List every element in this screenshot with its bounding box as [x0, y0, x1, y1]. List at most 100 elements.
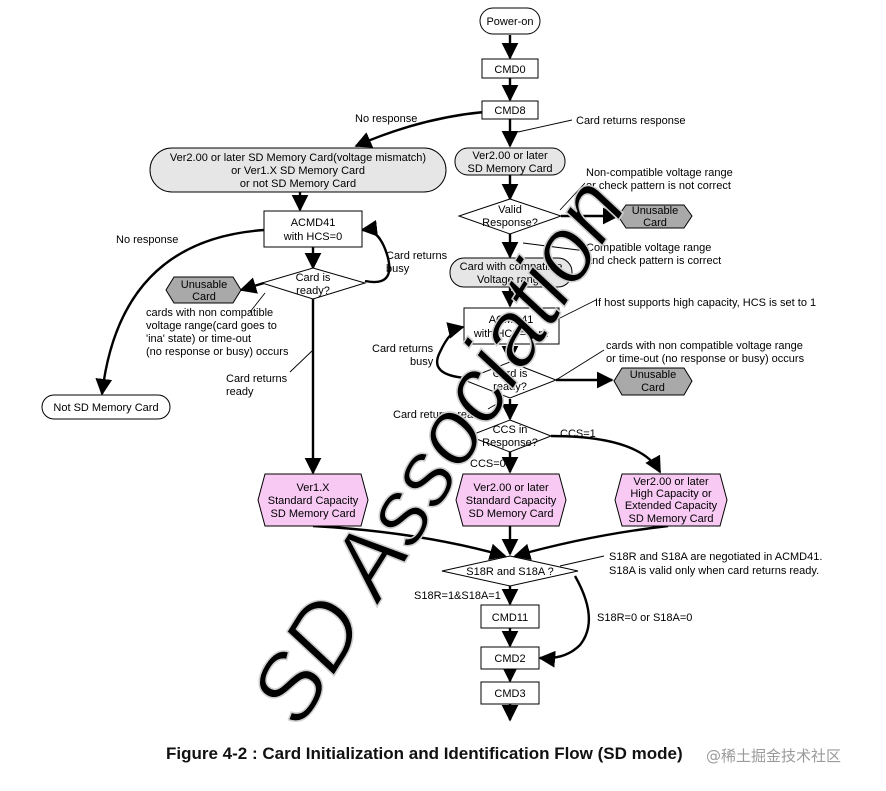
- ready-right-line1: Card is: [493, 368, 528, 380]
- unusable-mid-line1: Unusable: [630, 369, 676, 381]
- label-s18-note-2: S18A is valid only when card returns rea…: [609, 565, 819, 577]
- ver2-standard-card-node: Ver2.00 or later Standard Capacity SD Me…: [455, 473, 567, 527]
- compat-line2: Voltage range: [477, 274, 545, 286]
- label-ccs0: CCS=0: [470, 458, 506, 470]
- label-noncompat-left-2: voltage range(card goes to: [146, 320, 277, 332]
- label-busy-left-1: Card returns: [386, 250, 448, 262]
- label-s18-yes: S18R=1&S18A=1: [414, 590, 501, 602]
- ready-left-line2: ready?: [296, 285, 330, 297]
- valid-response-decision: Valid Response?: [457, 198, 563, 235]
- ready-left-line1: Card is: [296, 272, 331, 284]
- label-busy-right-2: busy: [410, 356, 434, 368]
- loop-busy-right: [435, 322, 467, 380]
- ver2high-line2: High Capacity or: [630, 488, 712, 500]
- ccs-line2: Response?: [482, 437, 538, 449]
- cmd2-node: CMD2: [480, 646, 540, 670]
- s18-decision: S18R and S18A ?: [441, 555, 579, 587]
- not-sd-node: Not SD Memory Card: [41, 394, 171, 420]
- label-ready-left-2: ready: [226, 386, 254, 398]
- ver2std-line2: Standard Capacity: [466, 495, 557, 507]
- ver2std-line1: Ver2.00 or later: [473, 482, 549, 494]
- cmd11-node: CMD11: [480, 604, 540, 629]
- cmd8-label: CMD8: [494, 105, 525, 117]
- ver2high-line3: Extended Capacity: [625, 500, 718, 512]
- valid-line1: Valid: [498, 204, 522, 216]
- label-s18-no: S18R=0 or S18A=0: [597, 612, 692, 624]
- ver1x-line2: Standard Capacity: [268, 495, 359, 507]
- arrow-no-response-not-sd: [95, 228, 265, 396]
- label-busy-right-1: Card returns: [372, 343, 434, 355]
- compat-card-node: Card with compatible Voltage range: [449, 257, 573, 288]
- source-credit: @稀土掘金技术社区: [706, 747, 842, 765]
- not-sd-label: Not SD Memory Card: [53, 402, 158, 414]
- cmd0-label: CMD0: [494, 64, 525, 76]
- arrow-cmd8-left-card: [354, 110, 485, 148]
- unusable-mid-line2: Card: [641, 382, 665, 394]
- arrow-ccs-ver2high: [550, 434, 662, 474]
- left-card-line2: or Ver1.X SD Memory Card: [231, 165, 365, 177]
- ver2-high-card-node: Ver2.00 or later High Capacity or Extend…: [614, 473, 728, 527]
- label-noncompat-right-2: or time-out (no response or busy) occurs: [606, 353, 805, 365]
- left-card-line3: or not SD Memory Card: [240, 178, 356, 190]
- unusable-left-line2: Card: [192, 291, 216, 303]
- ver2high-line4: SD Memory Card: [629, 513, 714, 525]
- label-busy-left-2: busy: [386, 263, 410, 275]
- power-on-node: Power-on: [479, 7, 541, 35]
- ver1x-line3: SD Memory Card: [271, 508, 356, 520]
- label-no-response-left: No response: [116, 234, 178, 246]
- ready-right-decision: Card is ready?: [462, 361, 558, 399]
- label-noncompat-right-1: cards with non compatible voltage range: [606, 340, 803, 352]
- label-hcs: If host supports high capacity, HCS is s…: [595, 297, 816, 309]
- power-on-label: Power-on: [486, 16, 533, 28]
- label-noncompat-left-4: (no response or busy) occurs: [146, 346, 289, 358]
- arrow-ver1x-s18: [312, 524, 507, 560]
- unusable-left-line1: Unusable: [181, 279, 227, 291]
- valid-line2: Response?: [482, 217, 538, 229]
- unusable-card-left: Unusable Card: [165, 276, 242, 304]
- ver1x-line1: Ver1.X: [296, 482, 330, 494]
- right-card-node: Ver2.00 or later SD Memory Card: [454, 147, 566, 176]
- leader-lines: [249, 119, 605, 567]
- label-compat-1: Compatible voltage range: [586, 242, 711, 254]
- cmd0-node: CMD0: [481, 58, 539, 79]
- cmd3-label: CMD3: [494, 688, 525, 700]
- right-card-line2: SD Memory Card: [468, 163, 553, 175]
- s18-label: S18R and S18A ?: [466, 566, 553, 578]
- cmd11-label: CMD11: [492, 612, 528, 624]
- acmd41-left-line2: with HCS=0: [283, 231, 342, 243]
- ccs-line1: CCS in: [493, 424, 528, 436]
- figure-caption: Figure 4-2 : Card Initialization and Ide…: [166, 744, 683, 763]
- left-card-node: Ver2.00 or later SD Memory Card(voltage …: [149, 147, 447, 193]
- arrow-s18-cmd2: [538, 575, 591, 668]
- ver1x-card-node: Ver1.X Standard Capacity SD Memory Card: [257, 473, 369, 527]
- unusable-card-top: Unusable Card: [617, 204, 693, 229]
- label-noncompat-left-1: cards with non compatible: [146, 307, 273, 319]
- cmd8-node: CMD8: [481, 100, 539, 120]
- arrow-ver2high-s18: [513, 524, 669, 561]
- unusable-top-line1: Unusable: [632, 205, 678, 217]
- label-no-response-top: No response: [355, 113, 417, 125]
- ver2high-line1: Ver2.00 or later: [633, 476, 709, 488]
- label-card-returns-response: Card returns response: [576, 115, 685, 127]
- label-s18-note-1: S18R and S18A are negotiated in ACMD41.: [609, 551, 822, 563]
- ver2std-line3: SD Memory Card: [469, 508, 554, 520]
- label-compat-2: and check pattern is correct: [586, 255, 721, 267]
- unusable-top-line2: Card: [643, 217, 667, 229]
- edge-labels: No response Card returns response Non-co…: [116, 113, 822, 624]
- acmd41-right-line2: with HCS=0or1: [473, 328, 548, 340]
- label-noncompat-left-3: 'ina' state) or time-out: [146, 333, 251, 345]
- left-card-line1: Ver2.00 or later SD Memory Card(voltage …: [170, 152, 426, 164]
- ccs-decision: CCS in Response?: [467, 419, 553, 453]
- unusable-card-mid: Unusable Card: [613, 367, 693, 396]
- label-ready-right: Card returns ready: [393, 409, 485, 421]
- acmd41-left-node: ACMD41 with HCS=0: [263, 210, 363, 248]
- loop-busy-left: [360, 219, 391, 284]
- label-ccs1: CCS=1: [560, 428, 596, 440]
- cmd3-node: CMD3: [480, 681, 540, 705]
- connectors: [95, 35, 669, 722]
- acmd41-left-line1: ACMD41: [291, 217, 336, 229]
- acmd41-right-node: ACMD41 with HCS=0or1: [463, 307, 560, 345]
- cmd2-label: CMD2: [494, 653, 525, 665]
- compat-line1: Card with compatible: [460, 261, 563, 273]
